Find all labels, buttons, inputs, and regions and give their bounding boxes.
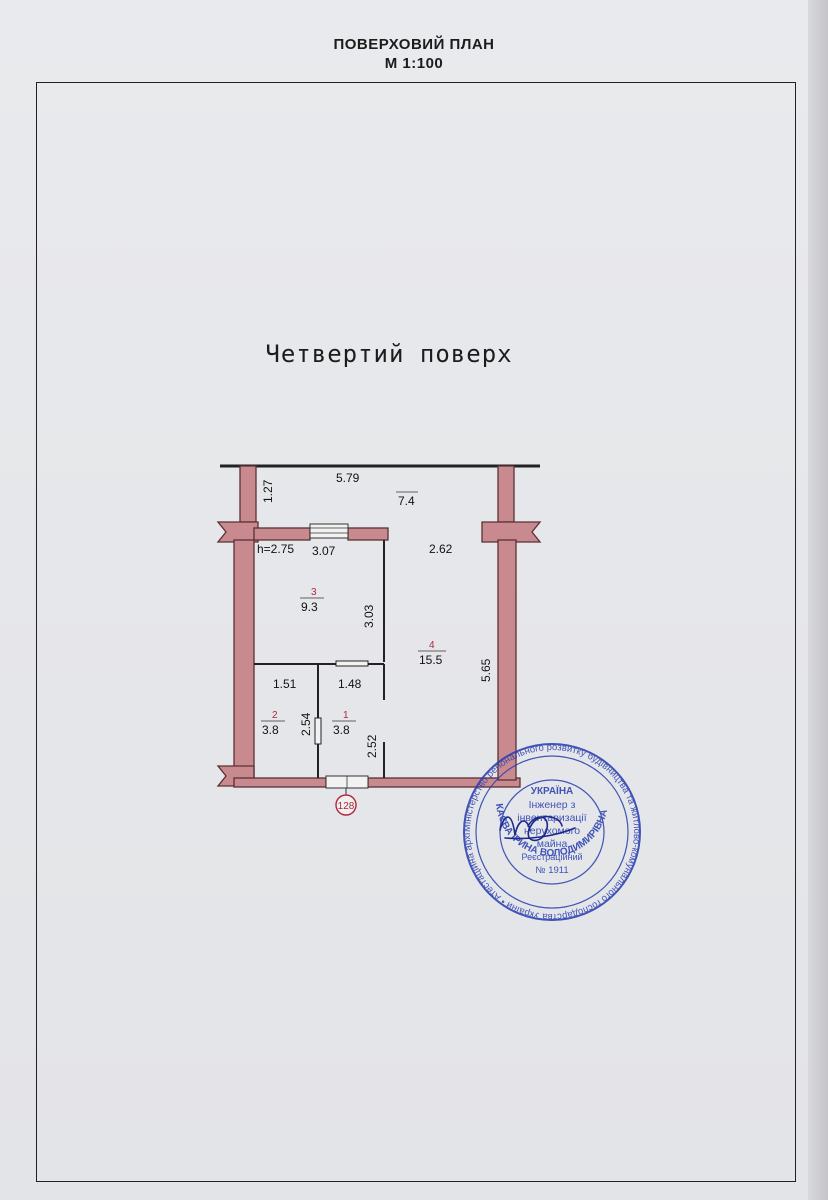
svg-text:128: 128: [338, 801, 355, 812]
wall-left: [233, 539, 255, 784]
svg-text:1: 1: [343, 710, 349, 721]
room-3-label: 3 9.3: [300, 587, 324, 614]
room-4-label: 4 15.5: [418, 640, 446, 667]
svg-text:3.8: 3.8: [333, 723, 350, 737]
room-balcony-label: 7.4: [396, 491, 418, 508]
dim-room3-height: 3.03: [362, 604, 376, 628]
svg-text:3.8: 3.8: [262, 723, 279, 737]
dim-room2-width: 1.51: [273, 677, 297, 691]
wall-left-flange: [216, 521, 259, 543]
room-2-label: 2 3.8: [261, 710, 285, 737]
svg-text:4: 4: [429, 640, 435, 651]
stamp-role-line1: Інженер з: [529, 799, 576, 811]
room-1-label: 1 3.8: [332, 710, 356, 737]
wall-balcony-a: [253, 527, 311, 541]
signature: [499, 815, 576, 842]
entrance-door: [325, 775, 369, 789]
axis-marker: 128: [335, 788, 357, 816]
drawing-frame: [36, 82, 796, 1182]
stamp-reg-number: № 1911: [535, 865, 568, 876]
wall-right-pier: [497, 465, 515, 523]
stamp-role-line3: нерухомого: [524, 825, 580, 837]
sheet-edge: [808, 0, 828, 1200]
dim-room1-width: 1.48: [338, 677, 362, 691]
stamp-role-line4: майна: [537, 838, 568, 850]
wall-right: [497, 539, 517, 781]
wall-left-pier: [239, 465, 257, 523]
dim-room4-right: 5.65: [479, 658, 493, 682]
dim-room4-top: 2.62: [429, 542, 453, 556]
wall-balcony-b: [347, 527, 389, 541]
exterior-walls: [216, 465, 542, 788]
stamp-reg-label: Реєстраційний: [521, 852, 582, 862]
document-title: ПОВЕРХОВИЙ ПЛАН: [333, 36, 495, 53]
wall-bottom-a: [233, 777, 327, 788]
svg-text:3: 3: [311, 587, 317, 598]
interior-door-marks: [314, 660, 369, 745]
dim-room2-height: 2.54: [299, 712, 313, 736]
svg-text:7.4: 7.4: [398, 494, 415, 508]
svg-text:15.5: 15.5: [419, 653, 443, 667]
stamp-country: УКРАЇНА: [531, 784, 574, 797]
ceiling-height: h=2.75: [257, 542, 294, 556]
dim-room3-width: 3.07: [312, 544, 336, 558]
dim-room1-height: 2.52: [365, 734, 379, 758]
window-balcony: [309, 523, 349, 539]
dim-balcony-depth: 1.27: [261, 479, 275, 503]
document-scale: М 1:100: [384, 55, 444, 72]
svg-text:2: 2: [272, 710, 278, 721]
dim-top-length: 5.79: [336, 471, 360, 485]
svg-text:9.3: 9.3: [301, 600, 318, 614]
wall-right-flange: [481, 521, 542, 543]
floor-title: Четвертий поверх: [265, 340, 513, 368]
